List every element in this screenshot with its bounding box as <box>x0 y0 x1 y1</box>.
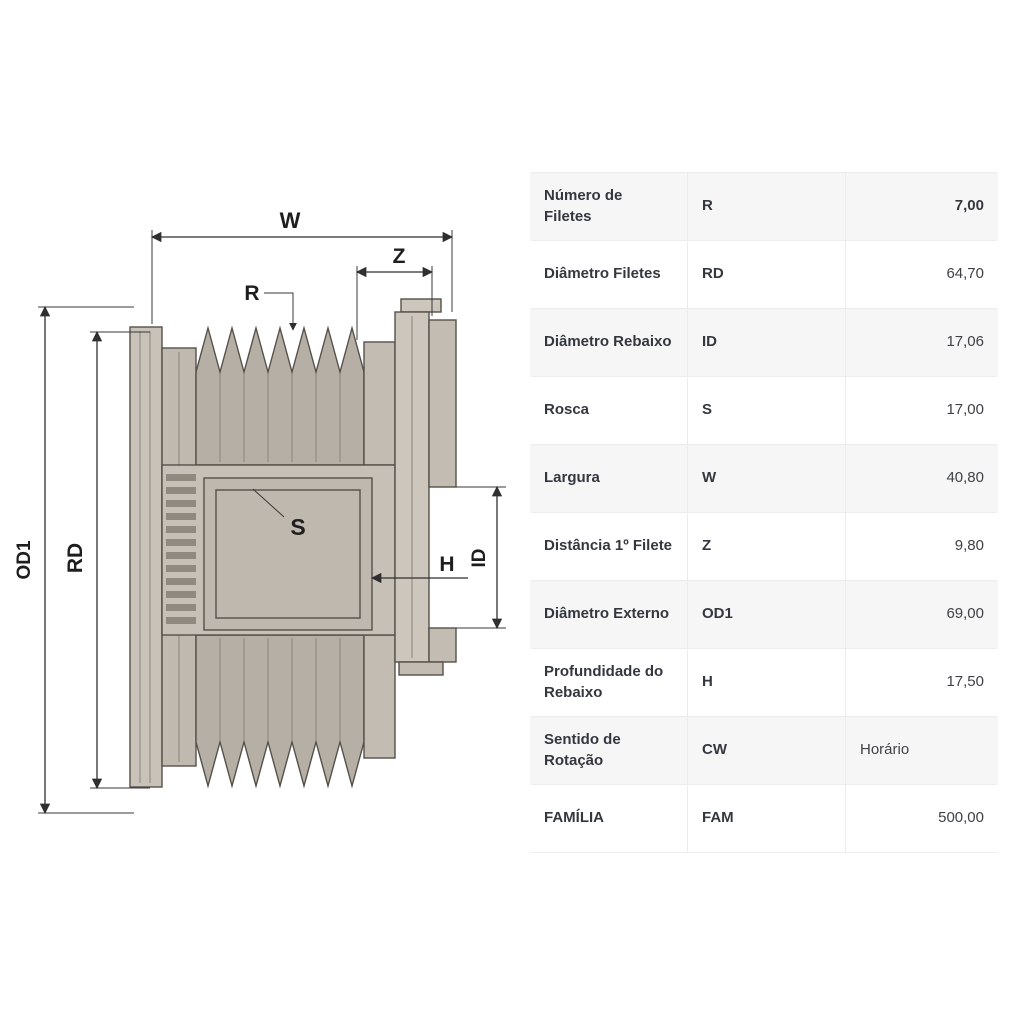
dim-label-w: W <box>280 208 301 233</box>
spec-label: Diâmetro Externo <box>544 605 670 623</box>
table-row: Número de Filetes R 7,00 <box>530 173 998 241</box>
spec-value: 17,06 <box>845 309 998 376</box>
spec-value: 17,50 <box>845 649 998 716</box>
pulley-technical-drawing: W Z R S H ID RD OD1 <box>14 208 506 815</box>
dimension-r: R <box>244 282 297 331</box>
spline-hatch <box>166 474 196 624</box>
spec-code: CW <box>687 717 845 784</box>
spec-value: 40,80 <box>845 445 998 512</box>
spec-code: ID <box>687 309 845 376</box>
spec-value: 9,80 <box>845 513 998 580</box>
table-row: FAMÍLIA FAM 500,00 <box>530 785 998 853</box>
dim-label-r: R <box>244 282 259 305</box>
spec-label: Largura <box>544 469 600 487</box>
spec-label: Diâmetro Filetes <box>544 265 661 283</box>
spec-label: Profundidade do Rebaixo <box>544 663 664 701</box>
spec-code: RD <box>687 241 845 308</box>
spec-label: Distância 1º Filete <box>544 537 673 555</box>
table-row: Diâmetro Rebaixo ID 17,06 <box>530 309 998 377</box>
spec-code: OD1 <box>687 581 845 648</box>
top-groove-lines <box>219 374 341 462</box>
spec-label: Sentido de Rotação <box>544 731 621 769</box>
dimension-od1: OD1 <box>14 305 134 815</box>
spec-code: H <box>687 649 845 716</box>
spec-label: Diâmetro Rebaixo <box>544 333 672 351</box>
table-row: Distância 1º Filete Z 9,80 <box>530 513 998 581</box>
dim-label-rd: RD <box>64 543 87 573</box>
spec-code: W <box>687 445 845 512</box>
dim-label-id: ID <box>469 549 490 568</box>
pulley-body <box>129 298 457 789</box>
table-row: Sentido de Rotação CW Horário <box>530 717 998 785</box>
spec-value: Horário <box>845 717 998 784</box>
dimension-s: S <box>252 488 306 540</box>
spec-value: 69,00 <box>845 581 998 648</box>
dim-label-s: S <box>290 514 305 540</box>
table-row: Diâmetro Externo OD1 69,00 <box>530 581 998 649</box>
dim-label-h: H <box>439 553 454 576</box>
dimension-h: H <box>370 553 468 584</box>
table-row: Diâmetro Filetes RD 64,70 <box>530 241 998 309</box>
bottom-groove-lines <box>219 638 341 740</box>
spec-code: Z <box>687 513 845 580</box>
spec-code: S <box>687 377 845 444</box>
spec-value: 500,00 <box>845 785 998 852</box>
spec-label: Número de Filetes <box>544 187 623 225</box>
spec-value: 7,00 <box>845 173 998 240</box>
spec-code: R <box>687 173 845 240</box>
spec-value: 64,70 <box>845 241 998 308</box>
dim-label-od1: OD1 <box>14 540 35 580</box>
spec-label: Rosca <box>544 401 590 419</box>
spec-value: 17,00 <box>845 377 998 444</box>
dimension-z: Z <box>355 245 434 340</box>
dimension-rd: RD <box>64 330 150 790</box>
spec-label: FAMÍLIA <box>544 809 604 827</box>
dim-label-z: Z <box>393 245 406 268</box>
spec-table: Número de Filetes R 7,00 Diâmetro Filete… <box>530 172 998 853</box>
spec-code: FAM <box>687 785 845 852</box>
table-row: Largura W 40,80 <box>530 445 998 513</box>
dimension-id: ID <box>456 485 506 630</box>
table-row: Profundidade do Rebaixo H 17,50 <box>530 649 998 717</box>
pulley-drawing-area: W Z R S H ID RD OD1 <box>14 208 506 815</box>
table-row: Rosca S 17,00 <box>530 377 998 445</box>
dimension-w: W <box>150 208 454 324</box>
spec-table-body: Número de Filetes R 7,00 Diâmetro Filete… <box>530 173 998 853</box>
